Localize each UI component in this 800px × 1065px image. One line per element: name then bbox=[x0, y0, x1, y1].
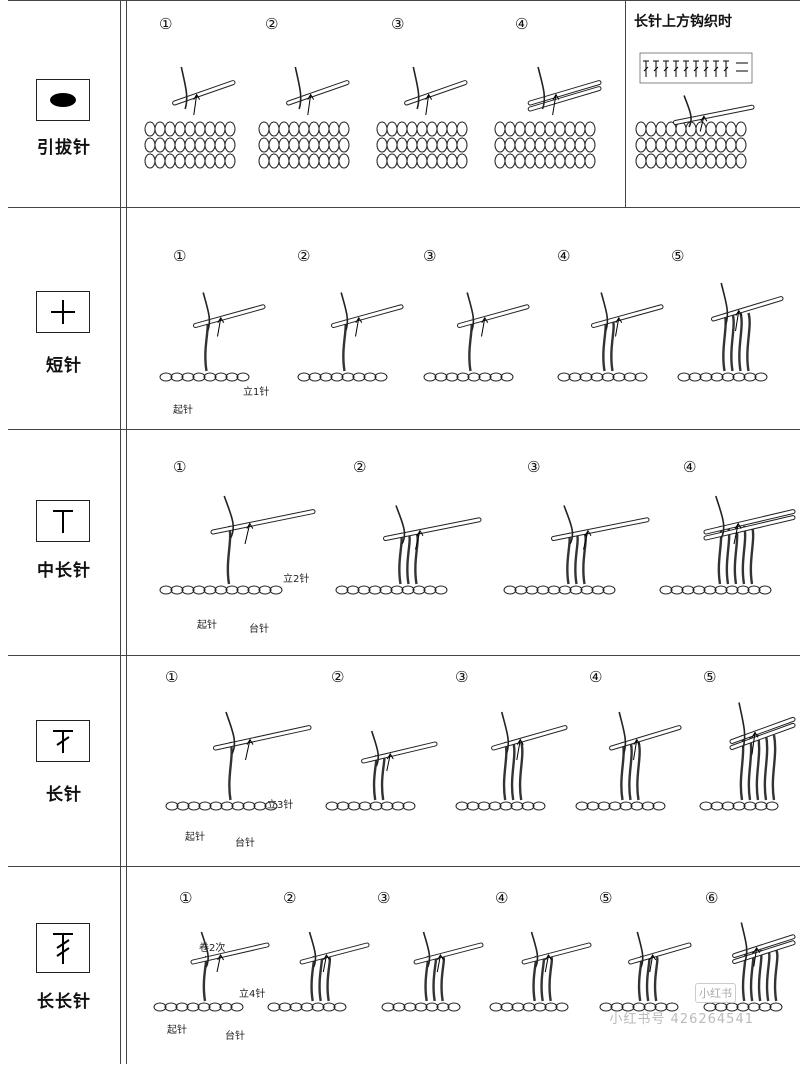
turning-chain-label: 立1针 bbox=[243, 387, 270, 398]
single-crochet-figure bbox=[297, 292, 404, 382]
slip-stitch-figure bbox=[635, 95, 755, 169]
slip-stitch-figure bbox=[258, 66, 350, 169]
row-double-crochet: 长针 ① ② ③ ④ ⑤ 立3针 起针 台针 bbox=[8, 656, 800, 867]
t-bar-double-slash-icon bbox=[36, 923, 90, 973]
single-crochet-figure bbox=[423, 292, 530, 382]
symbol-column: 中长针 bbox=[8, 430, 121, 655]
half-double-crochet-figure bbox=[159, 495, 316, 595]
symbol-column: 长针 bbox=[8, 656, 121, 866]
foundation-label: 起针 bbox=[167, 1025, 187, 1036]
treble-crochet-figure bbox=[703, 922, 796, 1012]
step-number: ① bbox=[173, 247, 187, 265]
step-number: ③ bbox=[423, 247, 437, 265]
double-crochet-figure bbox=[699, 702, 796, 811]
treble-crochet-figure bbox=[153, 931, 270, 1012]
foundation-label: 起针 bbox=[173, 405, 193, 416]
stitch-label: 引拔针 bbox=[37, 138, 91, 158]
stitch-label: 长针 bbox=[46, 785, 82, 805]
side-panel: 长针上方钩织时 bbox=[625, 1, 800, 207]
side-panel-title: 长针上方钩织时 bbox=[634, 14, 732, 30]
single-crochet-figure bbox=[159, 292, 266, 382]
steps-area: ① ② ③ ④ ⑤ 立1针 起针 bbox=[126, 207, 800, 429]
row-slip-stitch: 引拔针 ① ② ③ ④ 长针上方钩织时 bbox=[8, 0, 800, 208]
step-number: ④ bbox=[557, 247, 571, 265]
half-double-crochet-figure bbox=[659, 495, 796, 595]
slip-stitch-figure bbox=[144, 66, 236, 169]
step-number: ② bbox=[331, 668, 345, 686]
treble-crochet-figure bbox=[267, 931, 370, 1012]
step-number: ③ bbox=[377, 889, 391, 907]
steps-area: ① ② ③ ④ 长针上方钩织时 bbox=[126, 1, 800, 207]
step-number: ② bbox=[283, 889, 297, 907]
mini-symbol-chart bbox=[639, 52, 753, 84]
turning-chain-label: 立2针 bbox=[283, 574, 310, 585]
stitch-label: 长长针 bbox=[37, 992, 91, 1012]
step-number: ④ bbox=[683, 458, 697, 476]
symbol-column: 长长针 bbox=[8, 867, 121, 1064]
stitch-label: 短针 bbox=[46, 356, 82, 376]
step-number: ⑤ bbox=[671, 247, 685, 265]
t-bar-icon bbox=[36, 500, 90, 542]
double-crochet-figure bbox=[325, 730, 438, 811]
step-number: ① bbox=[165, 668, 179, 686]
step-number: ② bbox=[265, 15, 279, 33]
treble-crochet-figure bbox=[599, 931, 692, 1012]
step-number: ③ bbox=[527, 458, 541, 476]
single-crochet-figure bbox=[557, 292, 664, 382]
turning-chain-label: 立4针 bbox=[239, 989, 266, 1000]
row-single-crochet: 短针 ① ② ③ ④ ⑤ 立1针 起针 bbox=[8, 207, 800, 430]
steps-area: ① ② ③ ④ ⑤ ⑥ 卷2次 立4针 起针 台针 bbox=[126, 867, 800, 1064]
solid-oval-icon bbox=[36, 79, 90, 121]
step-number: ① bbox=[159, 15, 173, 33]
watermark-text: 小红书号 426264541 bbox=[609, 1012, 754, 1027]
step-number: ⑤ bbox=[599, 889, 613, 907]
symbol-column: 引拔针 bbox=[8, 1, 121, 207]
base-stitch-label: 台针 bbox=[249, 624, 269, 635]
turning-chain-label: 立3针 bbox=[267, 800, 294, 811]
step-number: ④ bbox=[495, 889, 509, 907]
symbol-column: 短针 bbox=[8, 207, 121, 429]
slip-stitch-figure bbox=[494, 66, 602, 169]
row-half-double-crochet: 中长针 ① ② ③ ④ 立2针 起针 台针 bbox=[8, 430, 800, 656]
half-double-crochet-figure bbox=[503, 505, 650, 595]
double-crochet-figure bbox=[455, 711, 568, 811]
wrap-count-label: 卷2次 bbox=[199, 943, 226, 954]
step-number: ① bbox=[173, 458, 187, 476]
double-crochet-figure bbox=[165, 711, 312, 811]
treble-crochet-figure bbox=[381, 931, 484, 1012]
step-number: ⑤ bbox=[703, 668, 717, 686]
foundation-label: 起针 bbox=[197, 620, 217, 631]
base-stitch-label: 台针 bbox=[225, 1031, 245, 1042]
step-number: ③ bbox=[455, 668, 469, 686]
half-double-crochet-figure bbox=[335, 505, 482, 595]
step-number: ③ bbox=[391, 15, 405, 33]
watermark-logo: 小红书 bbox=[695, 983, 736, 1003]
treble-crochet-figure bbox=[489, 931, 592, 1012]
steps-area: ① ② ③ ④ 立2针 起针 台针 bbox=[126, 430, 800, 655]
step-number: ① bbox=[179, 889, 193, 907]
step-number: ④ bbox=[515, 15, 529, 33]
base-stitch-label: 台针 bbox=[235, 838, 255, 849]
row-treble-crochet: 长长针 ① ② ③ ④ ⑤ ⑥ 卷2次 立4针 起针 台针 bbox=[8, 867, 800, 1064]
single-crochet-figure bbox=[677, 282, 784, 382]
step-number: ⑥ bbox=[705, 889, 719, 907]
foundation-label: 起针 bbox=[185, 832, 205, 843]
steps-area: ① ② ③ ④ ⑤ 立3针 起针 台针 bbox=[126, 656, 800, 866]
double-crochet-figure bbox=[575, 711, 682, 811]
t-bar-slash-icon bbox=[36, 720, 90, 762]
step-number: ④ bbox=[589, 668, 603, 686]
plus-cross-icon bbox=[36, 291, 90, 333]
step-number: ② bbox=[353, 458, 367, 476]
slip-stitch-figure bbox=[376, 66, 468, 169]
stitch-label: 中长针 bbox=[37, 561, 91, 581]
step-number: ② bbox=[297, 247, 311, 265]
